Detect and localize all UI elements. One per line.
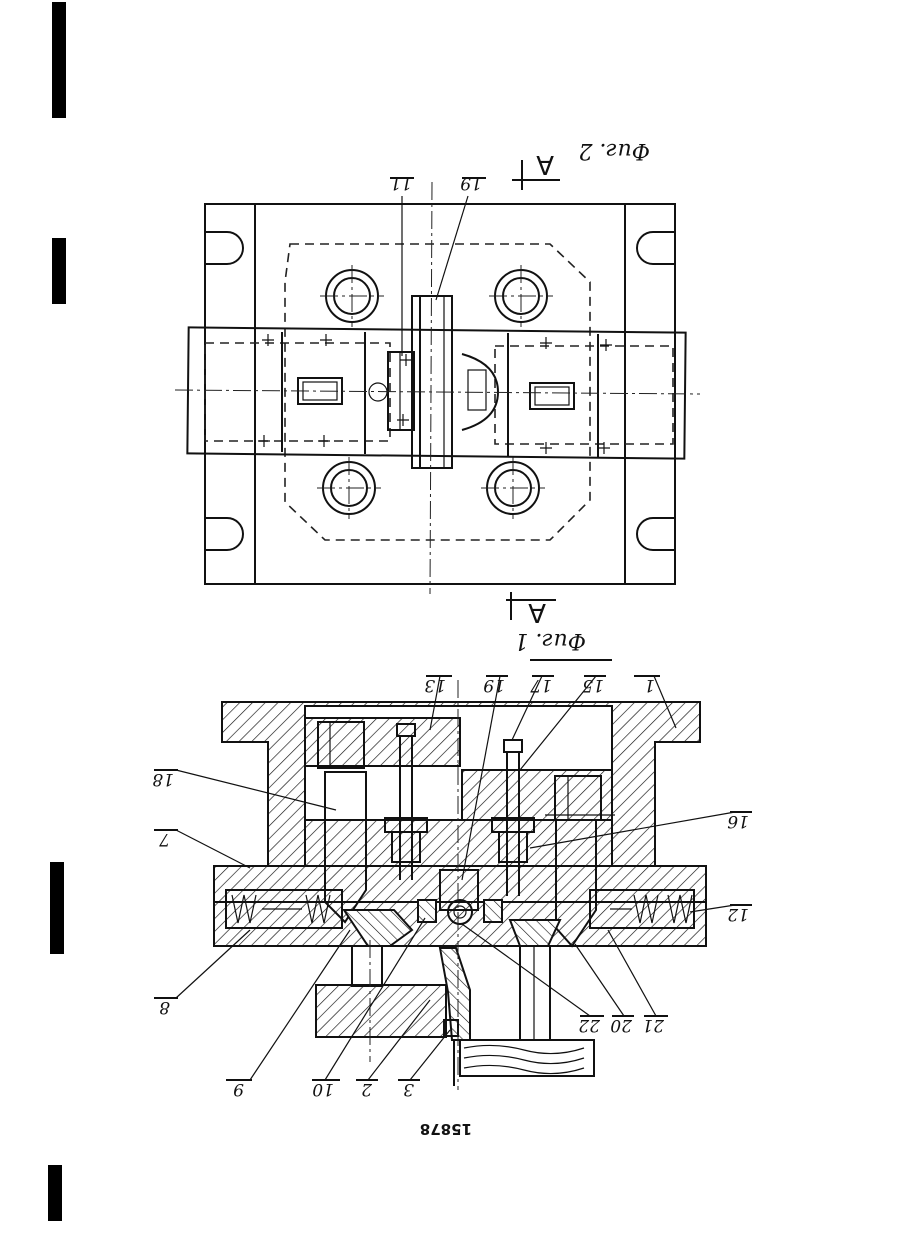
page-number: 15878 [420,1120,472,1138]
figure-caption: Фиг. 2 [578,138,650,163]
label-part: 19 [483,675,505,695]
label-part: 11 [390,173,412,193]
label-part: 20 [610,1015,633,1035]
svg-text:A: A [536,149,554,179]
section-mark-a-top: A [512,149,560,190]
svg-text:A: A [528,597,546,627]
figure-caption: Фиг. 1 [514,628,586,653]
section-mark-a-bottom: A [506,592,556,627]
guide-pillar [317,265,553,519]
label-part: 8 [159,997,170,1017]
label-part: 3 [403,1079,414,1099]
label-part: 1 [644,675,655,695]
label-part: 2 [361,1079,373,1099]
central-bar-part-19 [412,296,452,468]
figure-1-section-view: Фиг. 1 [152,628,752,1099]
label-part: 10 [312,1079,334,1099]
label-part: 17 [530,675,552,695]
label-part: 9 [233,1079,244,1099]
label-part: 15 [582,675,604,695]
label-part: 7 [159,829,170,849]
figure-2-plan-view: 11 19 A A Фиг. 2 [175,138,700,627]
centerline [175,390,700,394]
label-part: 13 [424,675,446,695]
stripper-plate-part-7 [214,866,706,902]
lower-block-part-2 [316,985,446,1037]
label-part: 16 [727,811,749,831]
label-part: 21 [642,1015,665,1035]
label-part: 22 [578,1015,601,1035]
punch-holder-part-13 [305,718,460,766]
base-plate-outline [205,204,675,584]
fastener-marks [258,334,612,454]
label-part: 18 [152,769,174,789]
label-part: 12 [727,904,749,924]
label-part: 19 [460,173,482,193]
